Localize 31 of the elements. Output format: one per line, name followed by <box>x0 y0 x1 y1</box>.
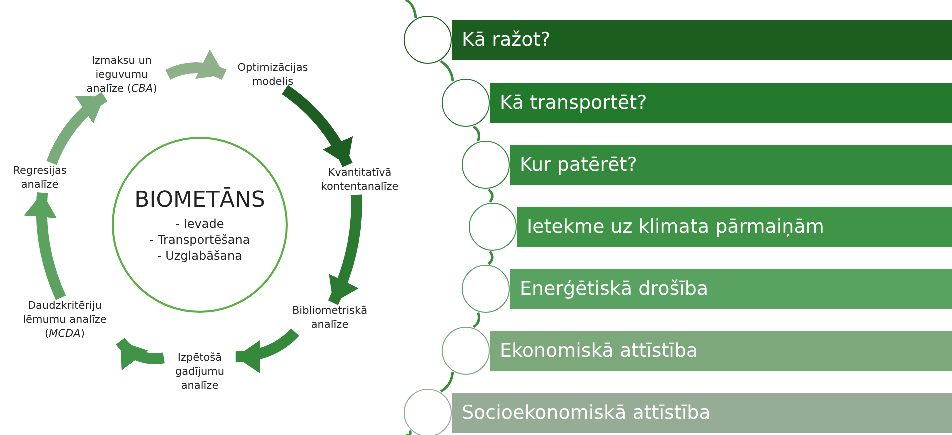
method-label: Regresijas analīze <box>2 164 78 192</box>
connector-line <box>488 188 494 203</box>
center-title: BIOMETĀNS <box>134 186 266 215</box>
arrow <box>46 92 108 166</box>
category-bar: Kur patērēt? <box>510 145 952 185</box>
list-item: - Transportēšana <box>150 232 250 248</box>
category-bar: Kā ražot? <box>452 20 952 60</box>
method-label: Kvantitatīvā kontentanalīze <box>305 166 415 194</box>
arrow <box>282 85 353 168</box>
arrow <box>328 194 362 306</box>
connector-line <box>440 60 454 82</box>
connector-line <box>405 0 418 18</box>
category-bar: Ietekme uz klimata pārmaiņām <box>517 207 952 247</box>
category-bar: Socioekonomiskā attīstība <box>452 393 952 433</box>
connector-line <box>488 251 494 266</box>
method-label: Daudzkritēriju lēmumu analīze (MCDA) <box>5 299 125 341</box>
connector-line <box>472 312 480 328</box>
arrow <box>24 192 66 300</box>
category-bar: Enerģētiskā drošība <box>510 269 952 309</box>
connector-line <box>440 372 454 393</box>
category-bar: Kā transportēt? <box>490 83 952 123</box>
list-item: - Ievade <box>176 216 224 232</box>
arrow <box>236 328 300 373</box>
category-bar: Ekonomiskā attīstība <box>490 331 952 371</box>
method-label: Izmaksu un ieguvumu analīze (CBA) <box>77 54 167 96</box>
method-label: Bibliometriskā analīze <box>280 304 380 332</box>
method-label: Izpētošā gadījumu analīze <box>165 351 235 393</box>
arrow <box>166 50 227 80</box>
connector-line <box>472 126 480 142</box>
list-item: - Uzglabāšana <box>157 248 243 264</box>
method-label: Optimizācijas modelis <box>226 61 320 89</box>
